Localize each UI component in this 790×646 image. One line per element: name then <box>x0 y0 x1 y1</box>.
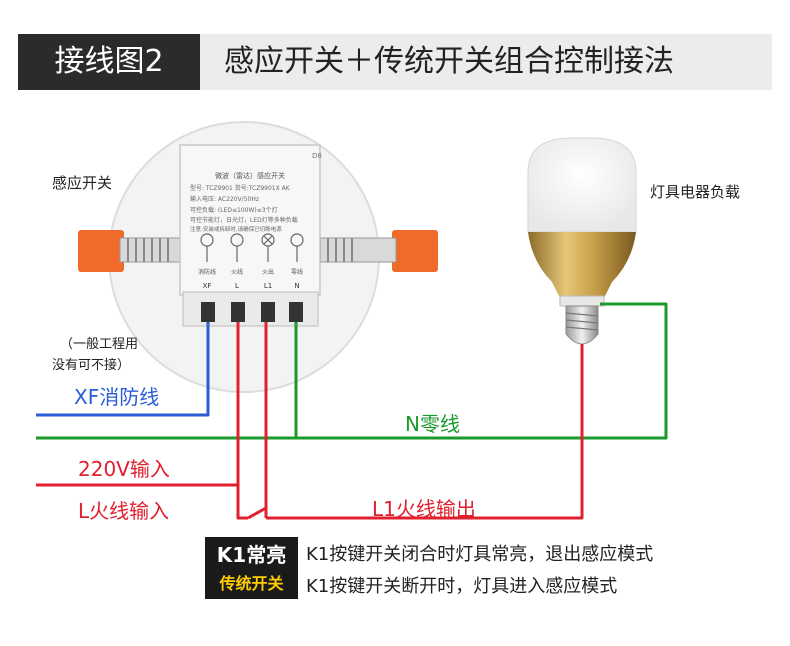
sensor-switch-label: 感应开关 <box>52 174 113 192</box>
bulb-diffuser <box>527 137 637 233</box>
v220-input-label: 220V输入 <box>78 457 170 481</box>
k1-switch-lever <box>247 506 267 520</box>
note-line-2: 没有可不接） <box>52 358 131 373</box>
k1-title: K1常亮 <box>216 543 287 567</box>
right-mounting-clip <box>309 230 438 272</box>
terminal-name-xf: 消防线 <box>198 268 216 276</box>
l1-output-label: L1火线输出 <box>372 497 476 521</box>
k1-subtitle: 传统开关 <box>219 574 284 593</box>
terminal-name-l: 火线 <box>231 268 243 276</box>
xf-line-label: XF消防线 <box>74 385 160 409</box>
device-spec-5: 注意:安装或拆卸时,请确保已切断电源 <box>190 225 282 233</box>
device-spec-3: 可控负载: (LED≤100W)≤3个灯 <box>190 206 278 214</box>
legend-line-2: K1按键开关断开时，灯具进入感应模式 <box>306 576 618 597</box>
switch-module <box>179 144 321 296</box>
light-bulb <box>527 137 637 345</box>
terminal-code-n: N <box>294 282 299 290</box>
legend-line-1: K1按键开关闭合时灯具常亮，退出感应模式 <box>306 544 654 565</box>
device-title: 微波（雷达）感应开关 <box>215 171 285 180</box>
wire-l1-output <box>266 344 584 520</box>
terminal-name-n: 零线 <box>291 268 303 276</box>
device-spec-1: 型号: TCZ9901 货号:TCZ9901X AK <box>190 184 291 192</box>
device-corner-mark: D8 <box>312 152 322 160</box>
wires <box>36 302 668 520</box>
header-bar: 接线图2 感应开关＋传统开关组合控制接法 <box>18 34 772 90</box>
wire-n-green <box>36 302 668 440</box>
l-input-label: L火线输入 <box>78 499 170 523</box>
sensor-switch: D8 微波（雷达）感应开关 型号: TCZ9901 货号:TCZ9901X AK… <box>78 121 438 393</box>
terminal-name-l1: 火出 <box>262 268 274 276</box>
terminal-screws <box>201 302 303 322</box>
wire-xf-blue <box>36 322 210 417</box>
k1-legend-box: K1常亮 传统开关 <box>205 537 298 599</box>
bulb-collar <box>559 295 605 307</box>
n-line-label: N零线 <box>405 412 460 436</box>
terminal-code-l: L <box>235 282 239 290</box>
device-spec-2: 输入电压: AC220V/50Hz <box>190 195 259 203</box>
wire-l-terminal <box>236 322 248 520</box>
left-mounting-clip <box>78 230 181 272</box>
device-spec-4: 可控节能灯，日光灯，LED灯等多种负载 <box>190 216 298 224</box>
load-label: 灯具电器负载 <box>650 183 741 201</box>
terminal-code-l1: L1 <box>264 282 272 290</box>
header-tag: 接线图2 <box>18 34 200 90</box>
note-line-1: （一般工程用 <box>60 337 139 352</box>
terminal-symbols <box>200 233 304 262</box>
bulb-gold-neck <box>528 232 636 298</box>
header-title: 感应开关＋传统开关组合控制接法 <box>224 44 674 79</box>
bulb-screw-base <box>565 305 599 345</box>
terminal-code-xf: XF <box>203 282 212 290</box>
